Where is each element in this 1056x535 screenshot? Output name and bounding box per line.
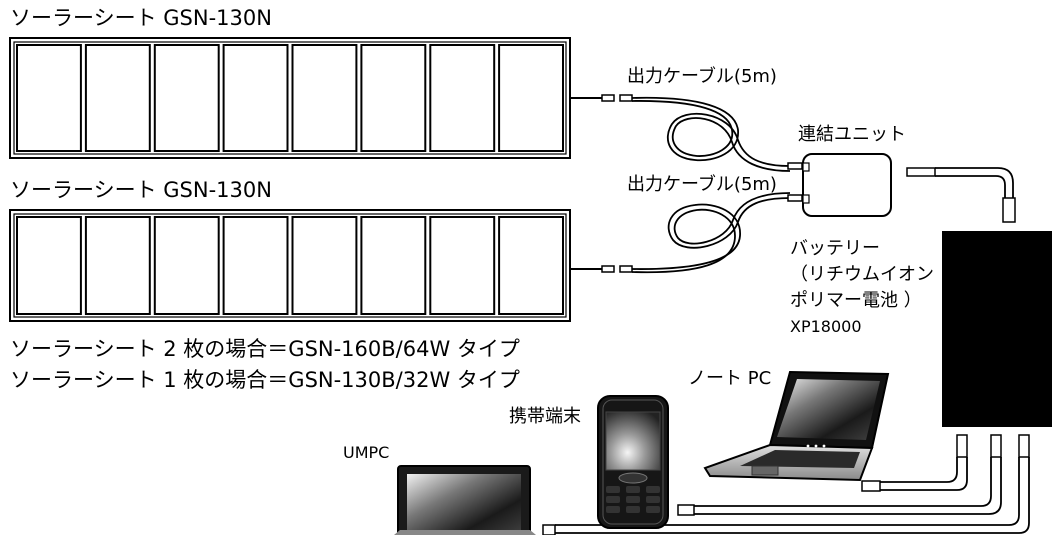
output-cable-1 [619, 94, 803, 172]
solar-sheet-2-label: ソーラーシート GSN-130N [10, 178, 272, 202]
umpc-icon [394, 465, 536, 535]
solar-cell [291, 44, 358, 152]
solar-sheet-1 [9, 37, 615, 159]
solar-cell [222, 216, 289, 315]
solar-cell [360, 44, 427, 152]
cable-1-label: 出力ケーブル(5m) [627, 66, 777, 87]
hub-unit [802, 153, 892, 217]
solar-cells-2 [16, 216, 565, 315]
solar-cell [222, 44, 289, 152]
solar-cell [291, 216, 358, 315]
battery-label-line-1: バッテリー [790, 238, 880, 259]
solar-cell [153, 216, 220, 315]
battery-label-line-2: （リチウムイオン [790, 264, 934, 285]
output-cable-2 [619, 192, 803, 274]
laptop-label: ノート PC [688, 368, 772, 389]
solar-cell [498, 216, 565, 315]
mobile-phone-icon [597, 395, 669, 529]
note-two-sheets: ソーラーシート 2 枚の場合＝GSN-160B/64W タイプ [10, 337, 520, 361]
battery-model: XP18000 [790, 317, 862, 336]
solar-sheet-1-label: ソーラーシート GSN-130N [10, 6, 272, 30]
laptop-icon [703, 370, 890, 482]
battery-label-line-3: ポリマー電池 ） [790, 290, 922, 311]
battery-output-cables [542, 434, 1030, 535]
hub-battery-cable [906, 167, 1016, 223]
solar-cell [360, 216, 427, 315]
solar-cell [429, 216, 496, 315]
cable-2-label: 出力ケーブル(5m) [627, 174, 777, 195]
hub-label: 連結ユニット [798, 124, 906, 145]
solar-cell [16, 216, 82, 315]
solar-cell [16, 44, 82, 152]
solar-cell [429, 44, 496, 152]
solar-cell [84, 44, 151, 152]
solar-cells-1 [16, 44, 565, 152]
phone-label: 携帯端末 [509, 406, 581, 427]
battery [942, 231, 1052, 427]
solar-cell [84, 216, 151, 315]
umpc-label: UMPC [343, 443, 390, 462]
solar-cell [153, 44, 220, 152]
solar-sheet-2 [9, 209, 615, 322]
note-one-sheet: ソーラーシート 1 枚の場合＝GSN-130B/32W タイプ [10, 368, 520, 392]
solar-cell [498, 44, 565, 152]
